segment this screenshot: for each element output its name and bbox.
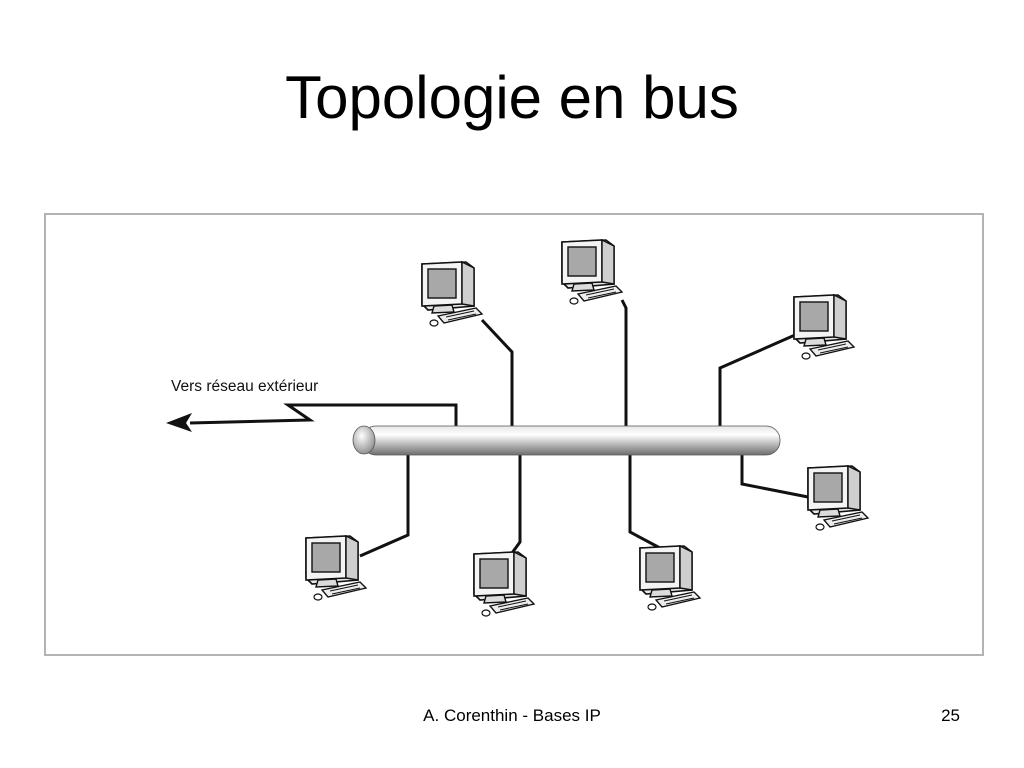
external-arrow-icon — [166, 413, 192, 432]
computer-icon — [561, 239, 623, 305]
computer-icon — [305, 535, 367, 601]
computer-icon — [793, 294, 855, 360]
computer-icon — [807, 465, 869, 531]
computer-icon — [639, 545, 701, 611]
computer-icon — [421, 261, 483, 327]
slide-title: Topologie en bus — [285, 64, 739, 131]
bus-connection-lines — [189, 299, 809, 561]
computer-icon — [473, 551, 535, 617]
bus-cable — [352, 425, 781, 456]
slide-number: 25 — [941, 706, 960, 725]
slide-footer: A. Corenthin - Bases IP — [423, 706, 601, 725]
external-network-label: Vers réseau extérieur — [171, 378, 318, 395]
